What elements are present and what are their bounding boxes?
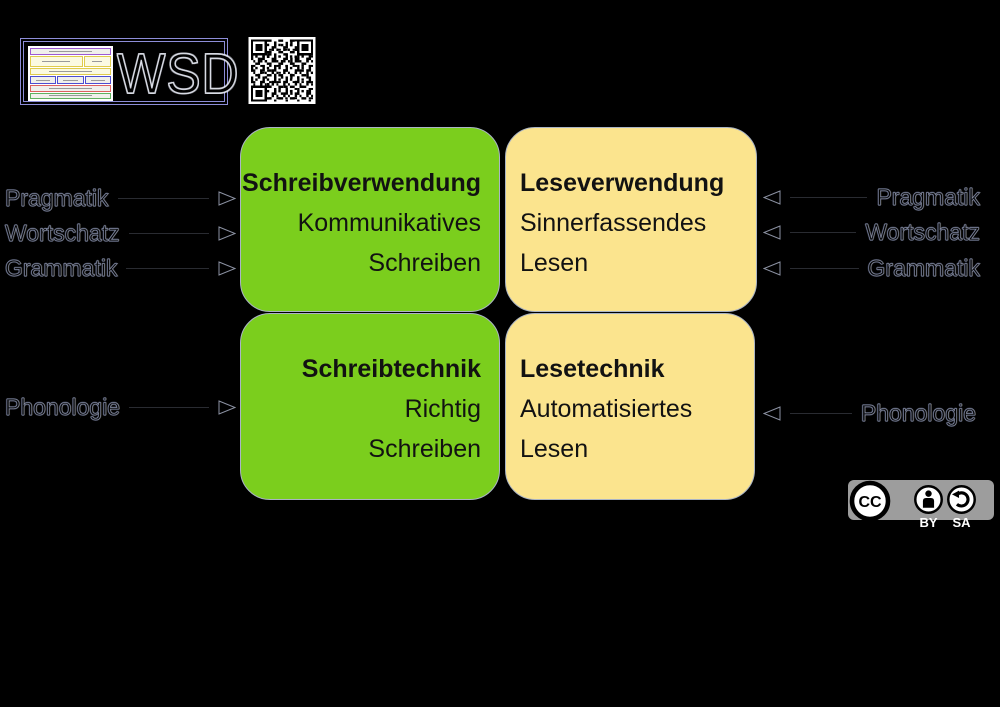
box-line: Lesen — [520, 435, 589, 463]
cc-by-sa-badge: CC BY SA — [846, 478, 996, 533]
box-lesetechnik: Lesetechnik Automatisiertes Lesen — [505, 313, 755, 500]
factor-label-grammatik: Grammatik — [867, 254, 980, 281]
cc-logo-icon: CC — [849, 480, 891, 522]
leader-line — [790, 196, 868, 198]
leader-line — [128, 232, 209, 234]
box-line: Schreiben — [368, 435, 481, 463]
factor-row-left-wortschatz: Wortschatz — [5, 219, 236, 247]
box-line: Schreiben — [368, 249, 481, 277]
cc-by-label: BY — [919, 515, 938, 530]
factor-row-right-pragmatik: Pragmatik — [763, 183, 980, 211]
factor-row-right-grammatik: Grammatik — [763, 254, 980, 282]
leader-line — [126, 267, 209, 269]
leader-line — [129, 406, 209, 408]
logo-thumb-row — [30, 55, 111, 68]
factor-row-left-pragmatik: Pragmatik — [5, 184, 236, 212]
arrow-right-icon — [218, 190, 236, 206]
box-title: Schreibverwendung — [242, 169, 481, 197]
arrow-left-icon — [763, 224, 781, 240]
factor-row-left-grammatik: Grammatik — [5, 254, 236, 282]
factor-label-phonologie: Phonologie — [860, 399, 976, 426]
factor-row-right-phonologie: Phonologie — [763, 399, 976, 427]
wsd-logo-thumbnail — [28, 46, 113, 101]
factor-label-pragmatik: Pragmatik — [5, 184, 109, 211]
factor-label-pragmatik: Pragmatik — [876, 183, 980, 210]
box-title: Lesetechnik — [520, 355, 665, 383]
cc-sa-label: SA — [952, 515, 971, 530]
arrow-left-icon — [763, 405, 781, 421]
qr-code — [248, 37, 316, 104]
leader-line — [790, 412, 852, 414]
factor-row-left-phonologie: Phonologie — [5, 393, 236, 421]
cc-sa-arrow-icon — [947, 485, 976, 514]
factor-label-grammatik: Grammatik — [5, 254, 118, 281]
box-line: Richtig — [404, 395, 481, 423]
logo-thumb-row — [30, 48, 111, 55]
factor-row-right-wortschatz: Wortschatz — [763, 218, 980, 246]
leader-line — [790, 231, 857, 233]
logo-thumb-row — [30, 76, 111, 84]
box-line: Sinnerfassendes — [520, 209, 707, 237]
factor-label-phonologie: Phonologie — [5, 393, 121, 420]
leader-line — [790, 267, 859, 269]
cc-text: CC — [858, 494, 882, 511]
logo-thumb-row — [30, 92, 111, 99]
arrow-right-icon — [218, 399, 236, 415]
box-title: Schreibtechnik — [301, 355, 481, 383]
box-schreibverwendung: Schreibverwendung Kommunikatives Schreib… — [240, 127, 500, 312]
box-line: Kommunikatives — [297, 209, 481, 237]
box-line: Automatisiertes — [520, 395, 693, 423]
logo-thumb-row — [30, 84, 111, 92]
arrow-right-icon — [218, 225, 236, 241]
box-leseverwendung: Leseverwendung Sinnerfassendes Lesen — [505, 127, 757, 312]
box-title: Leseverwendung — [520, 169, 725, 197]
arrow-left-icon — [763, 189, 781, 205]
arrow-right-icon — [218, 260, 236, 276]
arrow-left-icon — [763, 260, 781, 276]
box-schreibtechnik: Schreibtechnik Richtig Schreiben — [240, 313, 500, 500]
factor-label-wortschatz: Wortschatz — [5, 219, 121, 246]
wsd-logo: WSD — [20, 38, 239, 107]
factor-label-wortschatz: Wortschatz — [865, 218, 981, 245]
box-line: Lesen — [520, 249, 589, 277]
logo-thumb-row — [30, 68, 111, 76]
wsd-logo-text: WSD — [116, 41, 240, 106]
leader-line — [117, 197, 209, 199]
cc-by-person-icon — [914, 485, 943, 514]
